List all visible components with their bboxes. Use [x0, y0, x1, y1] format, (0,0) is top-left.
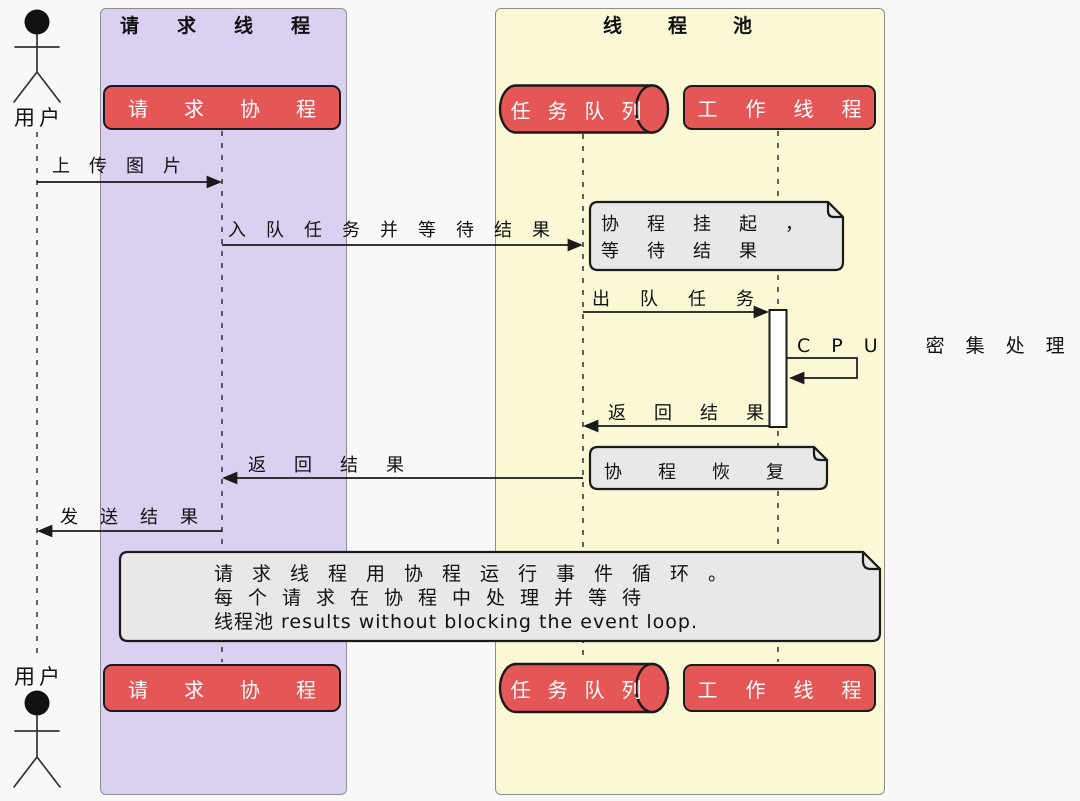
note-suspend-shape — [588, 200, 845, 272]
participant-worker-thread-top: 工作线程 — [683, 85, 876, 130]
message-send-result-label: 发送结果 — [60, 507, 220, 528]
participant-worker-thread-bottom: 工作线程 — [683, 664, 876, 712]
user-actor-top-label: 用户 — [14, 106, 64, 130]
arrow-cpu-selfloop — [787, 357, 858, 385]
note-resume: 协程恢复 — [604, 462, 820, 483]
note-resume-shape — [588, 445, 829, 491]
message-return-to-queue-label: 返回结果 — [608, 403, 792, 424]
note-suspend-line1: 协程挂起， — [601, 214, 831, 235]
participant-task-queue-top-label: 任务队列 — [510, 98, 659, 123]
message-upload-label: 上传图片 — [52, 156, 200, 177]
note-summary: 请求线程用协程运行事件循环。 每个请求在协程中处理并等待 线程池 results… — [214, 562, 746, 634]
thread-pool-frame-title: 线程池 — [602, 15, 798, 37]
message-cpu-label: CPU 密集处理 — [797, 335, 1080, 357]
note-summary-shape — [118, 550, 882, 643]
request-thread-frame — [100, 8, 347, 795]
note-summary-line3: 线程池 results without blocking the event l… — [214, 611, 699, 633]
worker-activation-bar — [768, 309, 788, 428]
message-dequeue-label: 出队任务 — [592, 289, 784, 310]
request-thread-frame-title: 请求线程 — [120, 15, 349, 37]
message-return-to-coroutine-label: 返回结果 — [248, 455, 432, 476]
task-queue-cylinder-top — [498, 84, 670, 134]
note-suspend: 协程挂起， 等待结果 — [601, 211, 831, 265]
participant-request-coroutine-top: 请求协程 — [103, 85, 341, 130]
note-summary-line2: 每个请求在协程中处理并等待 — [214, 587, 657, 609]
message-enqueue-label: 入队任务并等待结果 — [228, 220, 570, 241]
task-queue-cylinder-bottom — [498, 662, 670, 714]
user-actor-bottom-label: 用户 — [14, 665, 64, 689]
participant-request-coroutine-bottom: 请求协程 — [103, 664, 341, 712]
note-suspend-line2: 等待结果 — [601, 241, 785, 262]
user-actor-bottom-icon — [13, 690, 61, 788]
note-summary-line1: 请求线程用协程运行事件循环。 — [214, 563, 747, 585]
user-actor-top-icon — [13, 9, 61, 103]
participant-task-queue-bottom-label: 任务队列 — [510, 677, 659, 702]
